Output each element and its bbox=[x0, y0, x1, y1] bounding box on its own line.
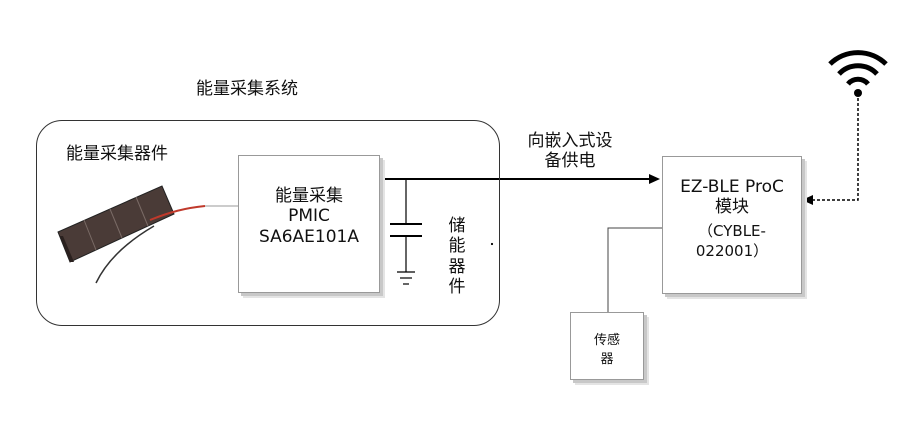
storage-label: 储 能 器 件 bbox=[446, 216, 468, 298]
ble-line1: EZ-BLE ProC bbox=[680, 177, 784, 197]
storage-char-1: 储 bbox=[448, 216, 466, 236]
antenna-line bbox=[812, 98, 859, 201]
pmic-line3: SA6AE101A bbox=[259, 226, 359, 247]
system-title: 能量采集系统 bbox=[196, 79, 298, 99]
pmic-box: 能量采集 PMIC SA6AE101A bbox=[238, 155, 380, 293]
ble-line2: 模块 bbox=[715, 197, 749, 218]
storage-char-3: 器 bbox=[448, 256, 466, 277]
ble-module-box: EZ-BLE ProC 模块 （CYBLE- 022001） bbox=[662, 156, 802, 294]
pmic-line2: PMIC bbox=[288, 206, 330, 227]
pmic-line1: 能量采集 bbox=[275, 186, 343, 206]
power-label: 向嵌入式设 备供电 bbox=[510, 131, 630, 172]
arrow-head-antenna bbox=[802, 195, 813, 205]
storage-char-2: 能 bbox=[448, 236, 466, 257]
power-label-line1: 向嵌入式设 bbox=[527, 131, 613, 151]
ble-line4: 022001） bbox=[695, 241, 769, 260]
sensor-box: 传感 器 bbox=[570, 312, 644, 380]
sensor-line1: 传感 bbox=[593, 333, 620, 348]
harvester-label: 能量采集器件 bbox=[66, 144, 168, 164]
arrow-head-power bbox=[649, 174, 660, 184]
energy-harvesting-system bbox=[36, 120, 500, 326]
ground-icon bbox=[397, 271, 415, 285]
wifi-signal-icon bbox=[828, 50, 888, 86]
power-label-line2: 备供电 bbox=[544, 151, 596, 172]
solar-panel-icon bbox=[57, 185, 206, 284]
sensor-line bbox=[607, 227, 662, 312]
capacitor-icon bbox=[390, 179, 422, 272]
ble-line3: （CYBLE- bbox=[698, 221, 766, 240]
storage-char-4: 件 bbox=[448, 277, 466, 298]
sensor-line2: 器 bbox=[600, 352, 614, 367]
